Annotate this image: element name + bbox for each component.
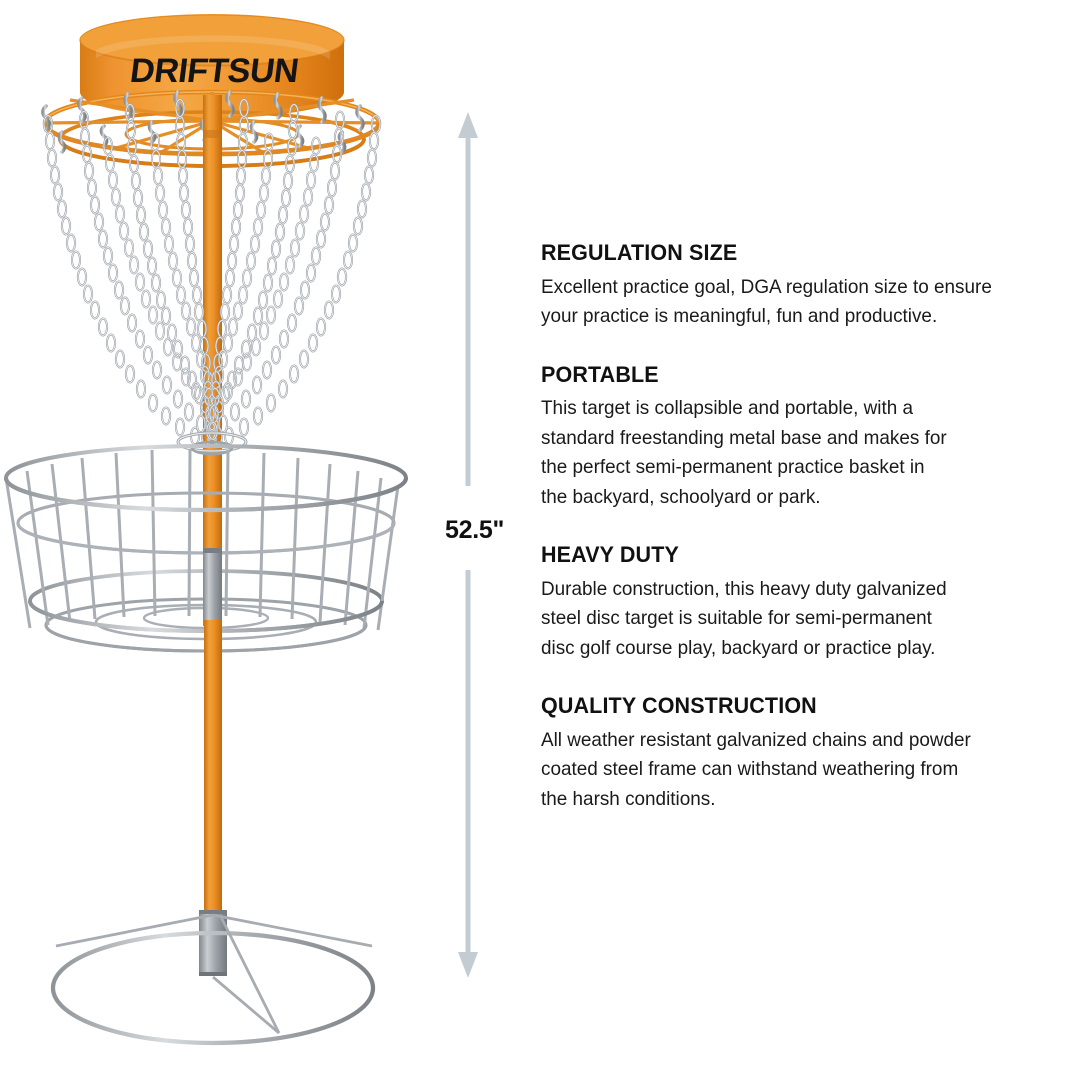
feature-body: Excellent practice goal, DGA regulation …: [541, 275, 992, 328]
feature-title: REGULATION SIZE: [541, 240, 738, 265]
feature-body: Durable construction, this heavy duty ga…: [541, 577, 947, 659]
feature-title: HEAVY DUTY: [541, 542, 679, 567]
feature-block-heavy-duty: HEAVY DUTY Durable construction, this he…: [541, 542, 1061, 663]
feature-list: REGULATION SIZE Excellent practice goal,…: [541, 240, 1061, 814]
dimension-value-label: 52.5": [445, 516, 505, 544]
pole-sleeve-upper: [203, 548, 222, 626]
basket-top-band: [79, 14, 345, 118]
freestanding-base-ring: [50, 913, 376, 1046]
feature-block-quality-construction: QUALITY CONSTRUCTION All weather resista…: [541, 693, 1061, 814]
feature-block-regulation-size: REGULATION SIZE Excellent practice goal,…: [541, 240, 1061, 332]
svg-text:DRIFTSUN: DRIFTSUN: [128, 52, 300, 90]
feature-body: This target is collapsible and portable,…: [541, 397, 947, 508]
feature-title: QUALITY CONSTRUCTION: [541, 693, 817, 718]
feature-body: All weather resistant galvanized chains …: [541, 728, 971, 810]
driftsun-logo: DRIFTSUN: [128, 52, 300, 90]
feature-block-portable: PORTABLE This target is collapsible and …: [541, 362, 1061, 512]
disc-golf-basket-illustration: DRIFTSUN: [3, 14, 409, 1046]
height-dimension-arrow: [458, 112, 478, 978]
feature-title: PORTABLE: [541, 361, 659, 387]
center-pole-lower: [204, 620, 222, 926]
